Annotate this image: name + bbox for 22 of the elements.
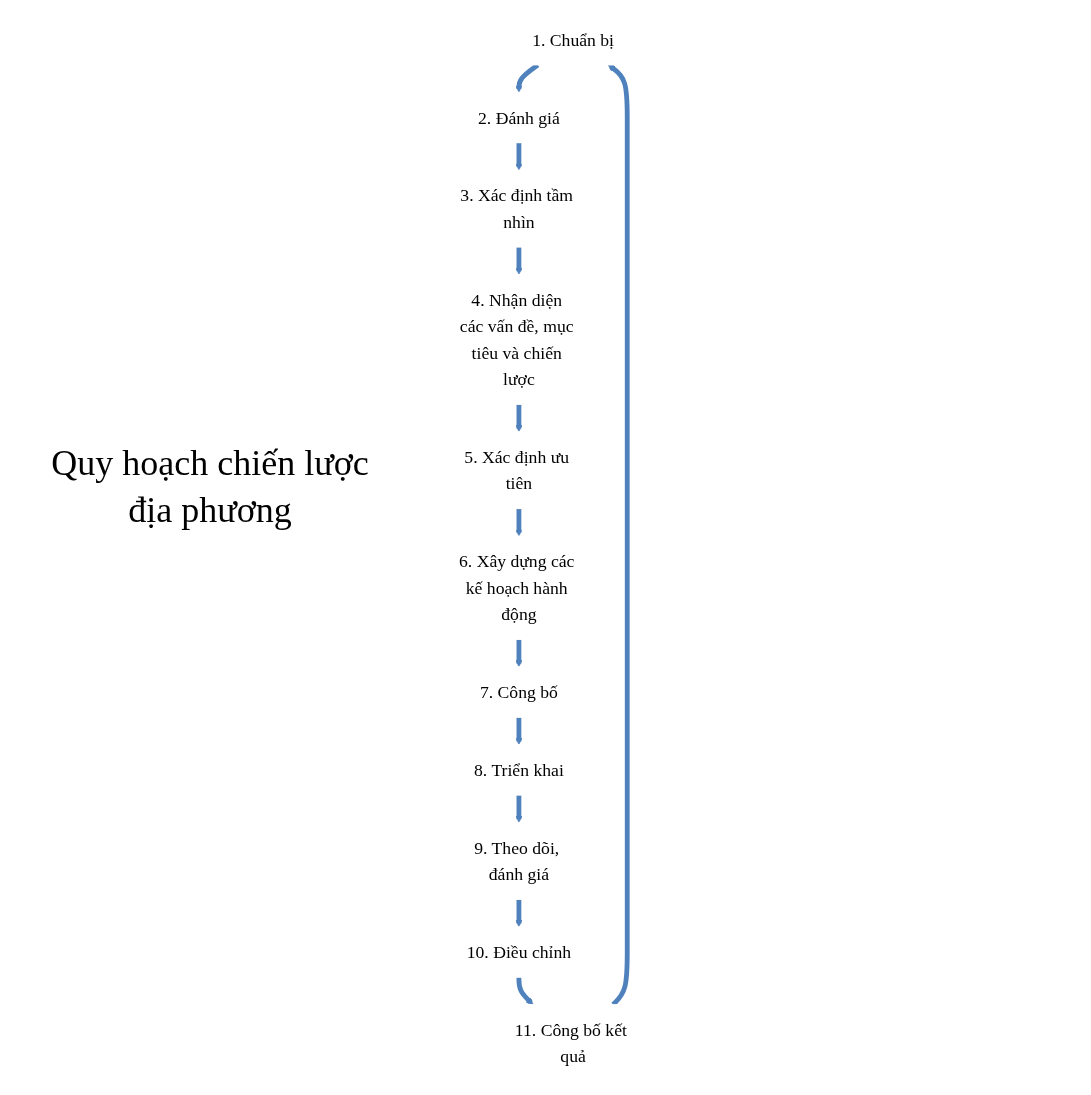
arrow [514,898,522,927]
node-text: 11. Công bố kết quả [514,1019,627,1066]
arrow [514,716,522,745]
arrow [514,508,522,536]
node-text: 10. Điều chỉnh [466,941,571,962]
node-text: 3. Xác định tầm nhìn [459,184,573,232]
node-text: 8. Triển khai [473,759,564,780]
node-text: 7. Công bố [479,681,558,702]
arrow [514,403,522,432]
node-text: 4. Nhận diện các vấn đề, mục tiêu và chiến lược [459,289,574,389]
node-text: 6. Xây dựng các kế hoạch hành động [458,550,574,624]
arrow [516,976,533,1005]
arrow [514,142,522,170]
arrow [514,638,522,667]
arrow [514,246,522,275]
node-text: 2. Đánh giá [477,106,560,128]
node-text: 1. Chuẩn bị [531,29,614,50]
node-text: 5. Xác định ưu tiên [463,446,569,493]
arrow [514,794,522,823]
arrow [607,64,630,1006]
node-text: 9. Theo dõi, đánh giá [473,837,559,884]
center-heading: Quy hoạch chiến lược địa phương [50,442,370,532]
